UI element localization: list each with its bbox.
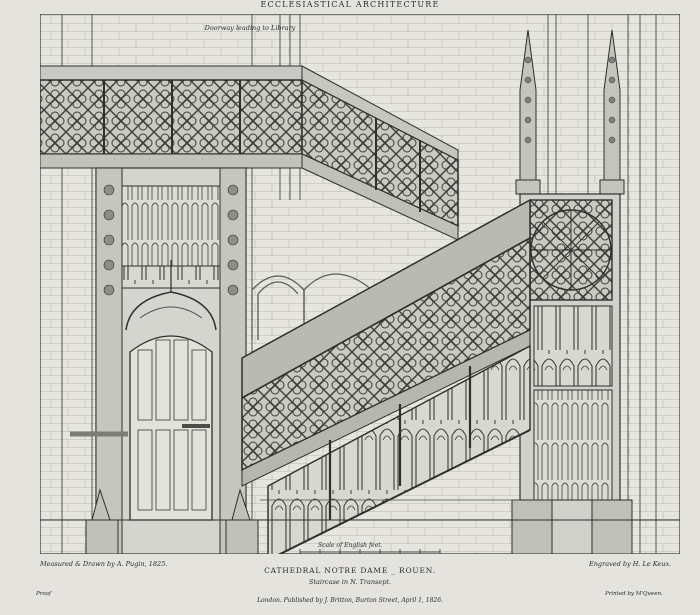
- publisher-line: London. Published by J. Britton, Burton …: [257, 597, 443, 604]
- doorway-label: Doorway leading to Library: [204, 24, 296, 32]
- scale-label: Scale of English feet.: [318, 542, 383, 549]
- proof-mark: Proof: [36, 591, 51, 597]
- staircase-engraving: [40, 14, 680, 554]
- engraved-by-credit: Engraved by H. Le Keux.: [589, 560, 672, 568]
- printer-credit: Printed by M'Queen.: [605, 591, 663, 597]
- plate-caption: CATHEDRAL NOTRE DAME _ ROUEN.: [264, 566, 436, 575]
- plate-series-title: ECCLESIASTICAL ARCHITECTURE: [260, 0, 440, 9]
- plate-subcaption: Staircase in N. Transept.: [308, 578, 392, 586]
- drawn-by-credit: Measured & Drawn by A. Pugin, 1825.: [40, 560, 168, 568]
